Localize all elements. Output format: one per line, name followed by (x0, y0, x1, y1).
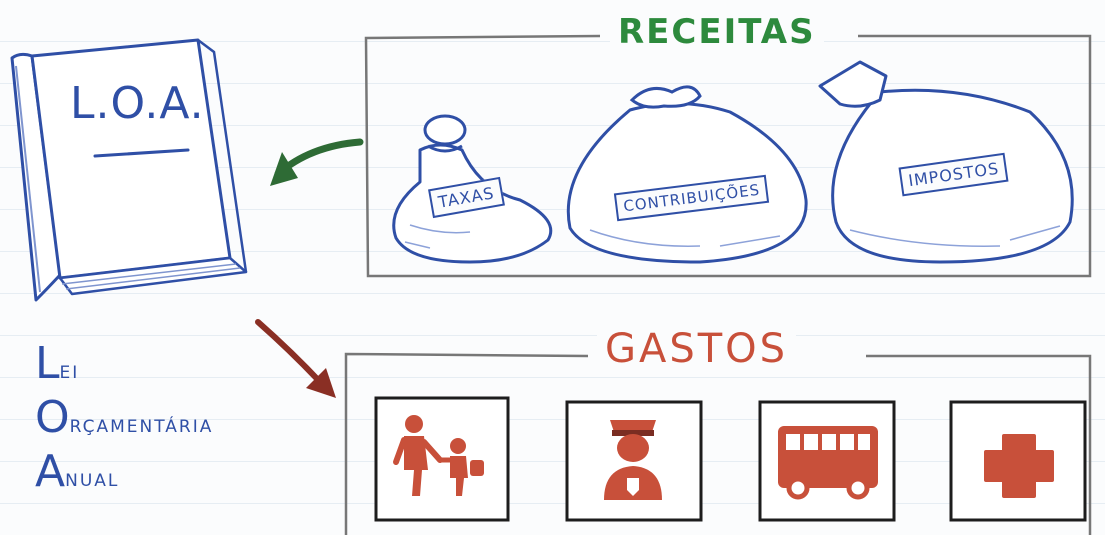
transport-icon (758, 400, 896, 522)
security-icon (565, 400, 703, 522)
acronym-line-lei: LEI (35, 338, 79, 389)
receitas-frame (364, 34, 1092, 278)
acronym-initial: L (35, 338, 60, 389)
acronym-line-anual: ANUAL (35, 446, 119, 497)
gastos-title: GASTOS (597, 326, 797, 372)
acronym-rest: RÇAMENTÁRIA (69, 417, 214, 437)
health-icon (949, 400, 1087, 522)
acronym-initial: O (35, 392, 70, 443)
acronym-rest: NUAL (65, 471, 120, 491)
book-title: L.O.A. (70, 78, 205, 129)
gastos-frame (344, 352, 1092, 535)
acronym-rest: EI (59, 363, 80, 383)
education-icon (374, 396, 510, 522)
bag-contribuicoes-icon (566, 85, 808, 264)
receitas-title: RECEITAS (610, 12, 824, 52)
arrow-book-to-gastos (255, 319, 336, 398)
acronym-line-orcamentaria: ORÇAMENTÁRIA (35, 392, 213, 443)
arrow-receitas-to-book (270, 138, 364, 186)
book-icon (10, 38, 248, 302)
acronym-initial: A (35, 446, 66, 497)
